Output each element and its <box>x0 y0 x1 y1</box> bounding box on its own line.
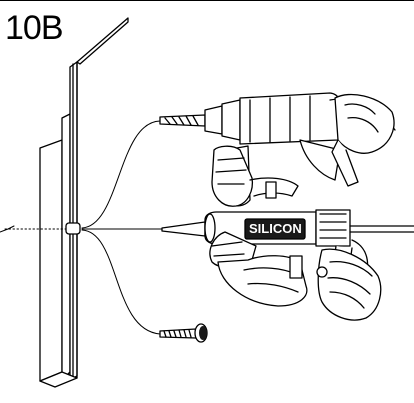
cartridge-label: SILICON <box>249 221 302 236</box>
drill-bit-icon <box>159 114 206 127</box>
hand-icon <box>209 231 382 321</box>
top-divider <box>0 0 414 1</box>
connector-lines <box>81 120 163 335</box>
silicone-nozzle-icon <box>161 221 206 237</box>
wall-panel-icon <box>39 17 129 388</box>
wall-plug-icon <box>65 222 81 235</box>
screw-icon <box>159 323 208 343</box>
step-label: 10B <box>5 9 63 47</box>
hand-icon <box>211 93 395 207</box>
